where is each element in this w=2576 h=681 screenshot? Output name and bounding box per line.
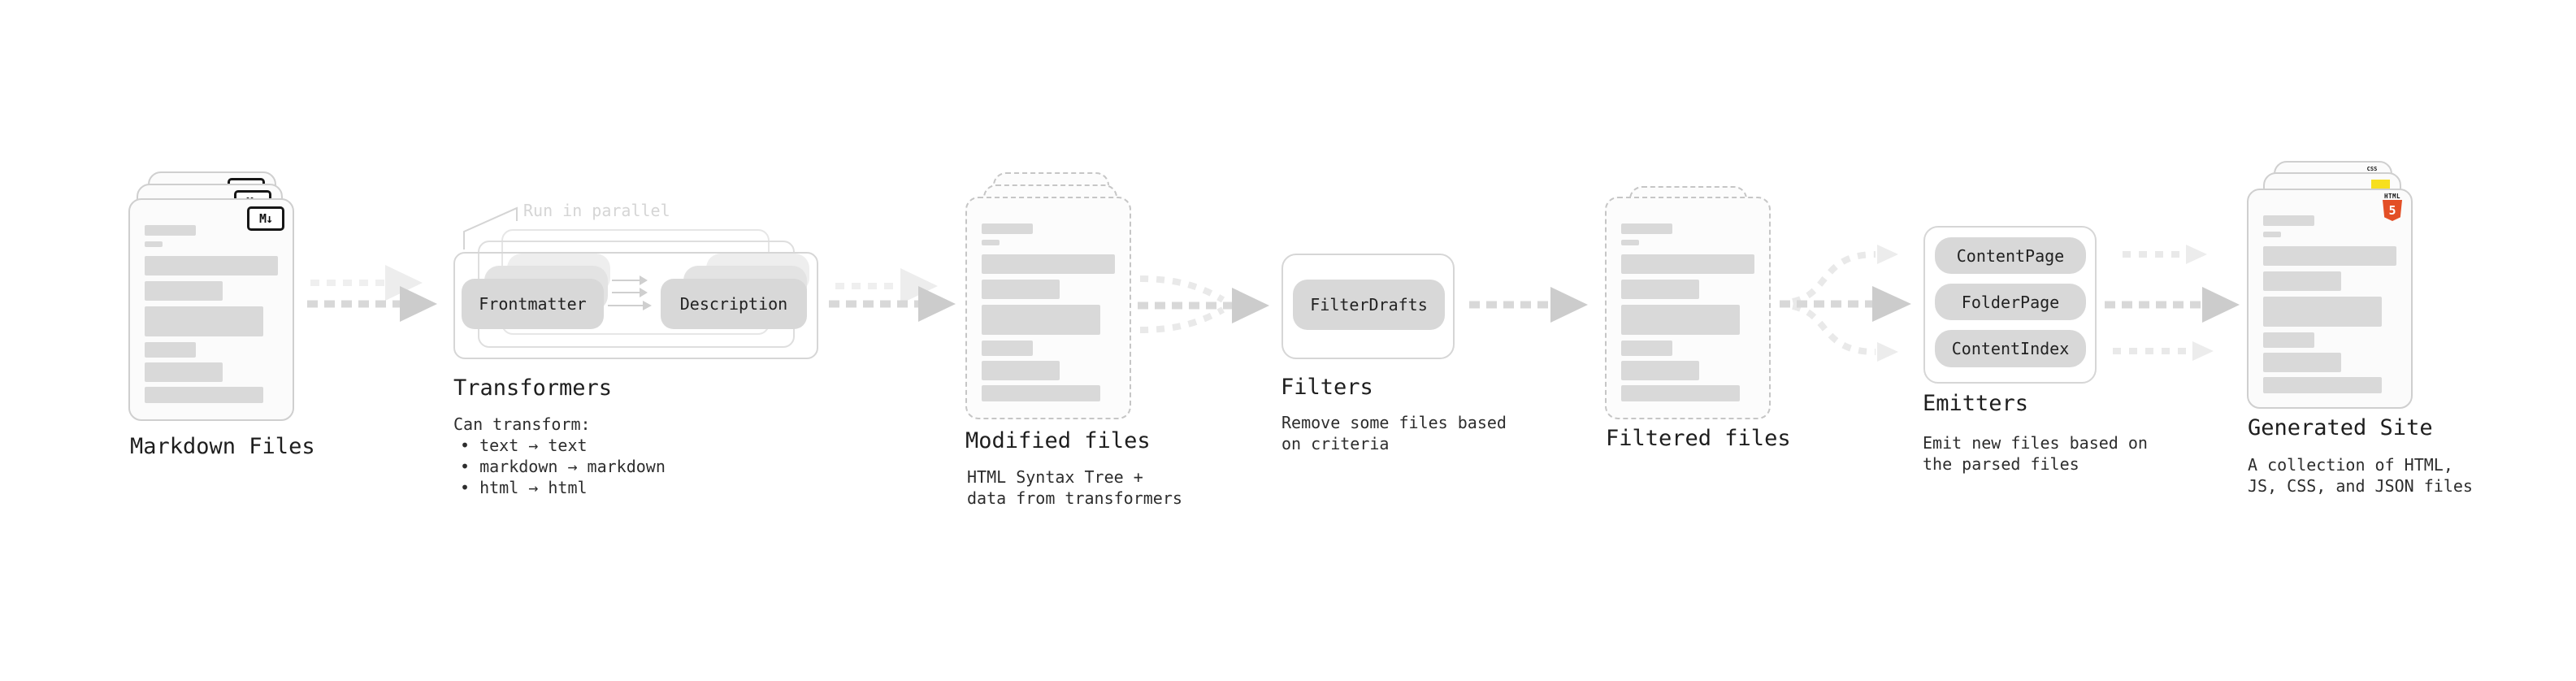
- filters-title: Filters: [1281, 375, 1373, 400]
- emitters-box: [1923, 226, 2097, 384]
- folderpage-pill: FolderPage: [1935, 284, 2086, 320]
- text-bar: [982, 223, 1033, 234]
- text-bar: [1621, 254, 1754, 274]
- markdown-files-title: Markdown Files: [130, 434, 315, 459]
- transformer-box-front: [453, 252, 818, 359]
- modified-files-title: Modified files: [965, 428, 1151, 453]
- text-bar: [2263, 271, 2341, 291]
- filters-box: [1281, 254, 1455, 359]
- arrow-emitters-to-generated-bottom: [2113, 341, 2214, 361]
- text-bar: [145, 241, 163, 247]
- description-pill: Description: [661, 279, 807, 329]
- arrow-filters-to-filtered: [1469, 287, 1588, 323]
- text-bar: [2263, 332, 2314, 348]
- arrow-transformers-to-modified-ghost: [835, 268, 938, 304]
- arrow-modified-to-filters: [1138, 275, 1269, 333]
- text-bar: [145, 342, 196, 358]
- text-bar: [1621, 340, 1672, 356]
- transformers-bullet: • html → html: [460, 478, 588, 497]
- modified-files-desc: HTML Syntax Tree +: [967, 467, 1143, 487]
- text-bar: [145, 256, 278, 275]
- text-bar: [1621, 361, 1699, 380]
- text-bar: [982, 254, 1115, 274]
- text-bar: [982, 240, 1000, 245]
- filterdrafts-pill: FilterDrafts: [1293, 280, 1445, 330]
- text-bar: [982, 385, 1100, 401]
- filtered-files-title: Filtered files: [1606, 426, 1791, 451]
- arrow-markdown-to-transformers: [307, 286, 437, 322]
- transformers-title: Transformers: [453, 375, 613, 401]
- run-in-parallel-note: Run in parallel: [523, 201, 670, 220]
- html5-icon-number: 5: [2388, 203, 2396, 218]
- arrow-markdown-to-transformers-ghost: [310, 265, 423, 301]
- text-bar: [982, 305, 1100, 335]
- arrow-emitters-to-generated-middle: [2105, 287, 2240, 323]
- text-bar: [145, 306, 263, 336]
- arrow-emitters-to-generated-top: [2123, 245, 2207, 264]
- generated-site-desc: JS, CSS, and JSON files: [2248, 476, 2473, 496]
- text-bar: [1621, 280, 1699, 299]
- html5-icon-shield: 5: [2383, 200, 2402, 221]
- text-bar: [1621, 223, 1672, 234]
- text-bar: [2263, 215, 2314, 226]
- contentindex-pill: ContentIndex: [1935, 330, 2086, 367]
- text-bar: [145, 362, 223, 382]
- text-bar: [982, 340, 1033, 356]
- generated-file-card-front: HTML 5: [2247, 189, 2413, 409]
- transformers-bullet: • markdown → markdown: [460, 457, 666, 476]
- text-bar: [145, 281, 223, 301]
- text-bar: [2263, 377, 2382, 393]
- modified-files-desc: data from transformers: [967, 488, 1182, 508]
- text-bar: [145, 387, 263, 403]
- html5-icon: HTML 5: [2382, 193, 2403, 221]
- text-bar: [1621, 240, 1639, 245]
- transformers-bullet: • text → text: [460, 436, 588, 455]
- filtered-file-card-front: [1605, 197, 1771, 419]
- text-bar: [1621, 305, 1740, 335]
- emitters-desc: the parsed files: [1923, 454, 2079, 474]
- text-bar: [2263, 353, 2341, 372]
- generated-site-desc: A collection of HTML,: [2248, 455, 2453, 475]
- javascript-icon: [2371, 180, 2390, 189]
- arrow-transformers-to-modified: [829, 286, 956, 322]
- frontmatter-pill: Frontmatter: [462, 279, 604, 329]
- emitters-title: Emitters: [1923, 391, 2029, 416]
- filters-desc: Remove some files based: [1281, 413, 1507, 432]
- text-bar: [982, 361, 1060, 380]
- filters-desc: on criteria: [1281, 434, 1390, 453]
- markdown-file-card-front: M↓: [128, 198, 294, 421]
- arrow-filtered-to-emitters: [1780, 245, 1911, 362]
- text-bar: [145, 225, 196, 236]
- contentpage-pill: ContentPage: [1935, 237, 2086, 274]
- emitters-desc: Emit new files based on: [1923, 433, 2148, 453]
- modified-file-card-front: [965, 197, 1131, 419]
- html5-icon-word: HTML: [2383, 193, 2401, 200]
- text-bar: [1621, 385, 1740, 401]
- text-bar: [2263, 232, 2281, 237]
- markdown-icon: M↓: [247, 206, 284, 231]
- text-bar: [2263, 246, 2396, 266]
- transformers-caption: Can transform:: [453, 414, 591, 434]
- text-bar: [982, 280, 1060, 299]
- text-bar: [2263, 297, 2382, 327]
- generated-site-title: Generated Site: [2248, 415, 2433, 440]
